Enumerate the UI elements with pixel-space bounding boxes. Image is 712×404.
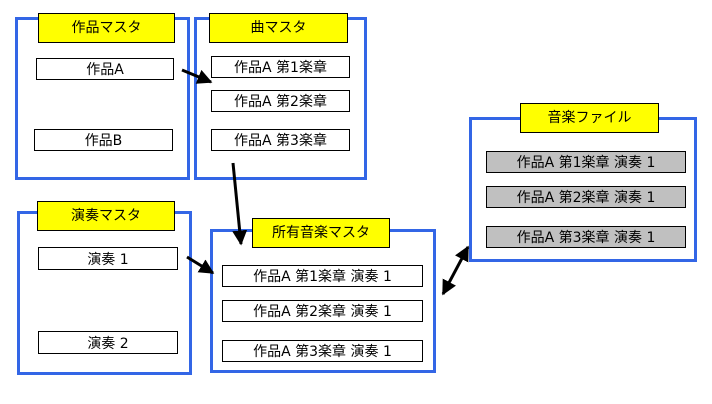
music-files-item-1: 作品A 第1楽章 演奏 1: [486, 151, 686, 173]
owned-music-master-item-3: 作品A 第3楽章 演奏 1: [222, 340, 423, 362]
works-master-item-b: 作品B: [34, 129, 173, 151]
owned-music-master-title: 所有音楽マスタ: [252, 218, 390, 248]
works-master-title: 作品マスタ: [38, 13, 175, 43]
arrow-song-to-owned: [231, 162, 248, 246]
music-files-item-3: 作品A 第3楽章 演奏 1: [486, 226, 686, 248]
performances-master-title: 演奏マスタ: [37, 201, 175, 231]
works-master-item-a: 作品A: [36, 58, 174, 80]
songs-master-item-3: 作品A 第3楽章: [211, 129, 350, 151]
arrow-performance-to-owned: [186, 255, 215, 275]
performances-master-item-1: 演奏 1: [38, 247, 178, 270]
songs-master-title: 曲マスタ: [209, 13, 348, 43]
performances-master-item-2: 演奏 2: [38, 331, 178, 354]
music-files-item-2: 作品A 第2楽章 演奏 1: [486, 186, 686, 208]
songs-master-item-2: 作品A 第2楽章: [211, 90, 350, 112]
owned-music-master-item-1: 作品A 第1楽章 演奏 1: [222, 265, 423, 287]
arrow-owned-file-link: [441, 245, 470, 296]
owned-music-master-item-2: 作品A 第2楽章 演奏 1: [222, 300, 423, 322]
songs-master-item-1: 作品A 第1楽章: [211, 56, 350, 78]
arrow-work-to-song: [181, 68, 213, 84]
music-files-title: 音楽ファイル: [520, 103, 659, 133]
